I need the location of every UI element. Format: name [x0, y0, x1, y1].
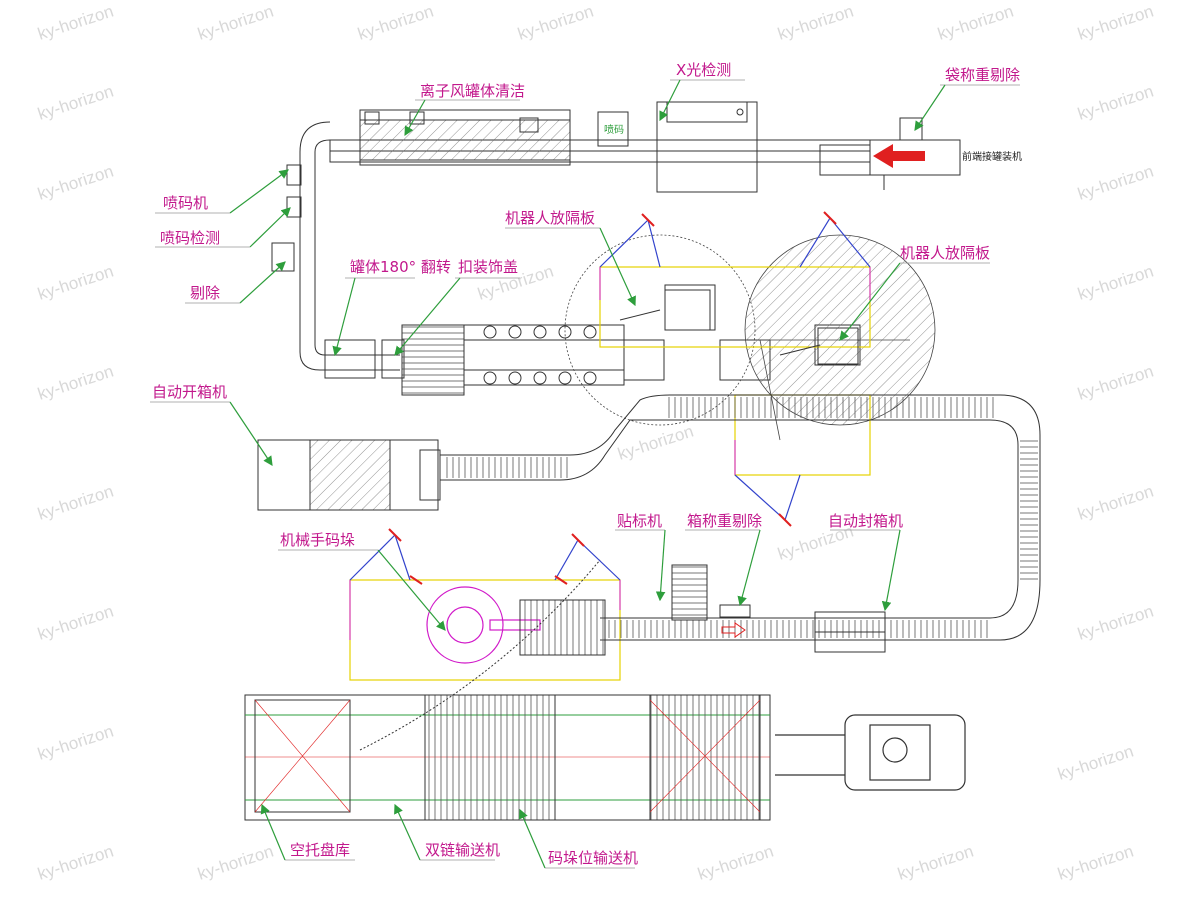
palletizing-frame	[359, 559, 606, 751]
serpentine-conveyor	[257, 394, 1041, 653]
svg-text:ky-horizon: ky-horizon	[1075, 262, 1155, 304]
label-palletizing-conveyor: 码垛位输送机	[548, 849, 638, 867]
svg-text:ky-horizon: ky-horizon	[1075, 482, 1155, 524]
svg-text:ky-horizon: ky-horizon	[1075, 2, 1155, 44]
svg-text:ky-horizon: ky-horizon	[35, 262, 115, 304]
bottom-pallet-system	[244, 694, 771, 821]
label-ion-air-clean: 离子风罐体清洁	[420, 82, 525, 100]
labels: 离子风罐体清洁 X光检测 袋称重剔除 前端接罐装机 喷码机 喷码检测 剔除 罐体…	[152, 61, 1022, 867]
svg-text:喷码: 喷码	[604, 124, 624, 136]
label-cap-press: 扣装饰盖	[458, 258, 518, 276]
label-robot-partition-1: 机器人放隔板	[505, 209, 595, 227]
svg-text:ky-horizon: ky-horizon	[1075, 602, 1155, 644]
svg-text:ky-horizon: ky-horizon	[35, 362, 115, 404]
robot-arm-icon	[619, 289, 859, 365]
svg-text:ky-horizon: ky-horizon	[35, 82, 115, 124]
label-empty-pallet-store: 空托盘库	[290, 841, 350, 859]
leader-lines	[150, 79, 1020, 869]
robot-partition-zone	[564, 234, 936, 441]
svg-text:ky-horizon: ky-horizon	[35, 842, 115, 884]
svg-text:ky-horizon: ky-horizon	[35, 162, 115, 204]
svg-text:ky-horizon: ky-horizon	[1075, 82, 1155, 124]
svg-text:ky-horizon: ky-horizon	[195, 2, 275, 44]
watermark-layer: ky-horizon ky-horizon ky-horizon ky-hori…	[35, 2, 1155, 884]
svg-text:ky-horizon: ky-horizon	[515, 2, 595, 44]
label-double-chain-conveyor: 双链输送机	[425, 841, 500, 859]
svg-text:ky-horizon: ky-horizon	[1075, 162, 1155, 204]
svg-text:ky-horizon: ky-horizon	[35, 602, 115, 644]
svg-text:ky-horizon: ky-horizon	[35, 482, 115, 524]
svg-text:ky-horizon: ky-horizon	[355, 2, 435, 44]
label-front-canning: 前端接罐装机	[962, 150, 1022, 163]
svg-text:ky-horizon: ky-horizon	[695, 842, 775, 884]
svg-text:ky-horizon: ky-horizon	[35, 722, 115, 764]
label-auto-case-erector: 自动开箱机	[152, 383, 227, 401]
svg-text:ky-horizon: ky-horizon	[935, 2, 1015, 44]
svg-text:ky-horizon: ky-horizon	[895, 842, 975, 884]
top-can-line: 喷码	[329, 101, 961, 193]
label-reject: 剔除	[190, 284, 220, 302]
label-labeler: 贴标机	[617, 512, 662, 530]
inflow-arrow-icon	[873, 144, 925, 168]
label-robot-palletizer: 机械手码垛	[280, 531, 355, 549]
label-xray: X光检测	[676, 61, 731, 79]
label-case-weigh-reject: 箱称重剔除	[687, 512, 762, 530]
svg-text:ky-horizon: ky-horizon	[35, 2, 115, 44]
label-inkjet-detect: 喷码检测	[160, 229, 220, 247]
label-can-flip: 罐体180° 翻转	[350, 258, 451, 276]
svg-text:ky-horizon: ky-horizon	[1055, 842, 1135, 884]
label-auto-case-sealer: 自动封箱机	[828, 512, 903, 530]
svg-text:ky-horizon: ky-horizon	[775, 2, 855, 44]
label-inkjet: 喷码机	[163, 194, 208, 212]
label-bag-weigh-reject: 袋称重剔除	[945, 66, 1020, 84]
red-markers	[388, 211, 837, 585]
svg-text:ky-horizon: ky-horizon	[1075, 362, 1155, 404]
flow-arrow-icon	[721, 622, 746, 638]
forklift-icon	[775, 714, 966, 791]
can-flip-unit	[401, 284, 861, 396]
svg-text:ky-horizon: ky-horizon	[1055, 742, 1135, 784]
label-robot-partition-2: 机器人放隔板	[900, 244, 990, 262]
svg-text:ky-horizon: ky-horizon	[195, 842, 275, 884]
svg-text:ky-horizon: ky-horizon	[615, 422, 695, 464]
safety-fence-magenta	[349, 267, 871, 640]
